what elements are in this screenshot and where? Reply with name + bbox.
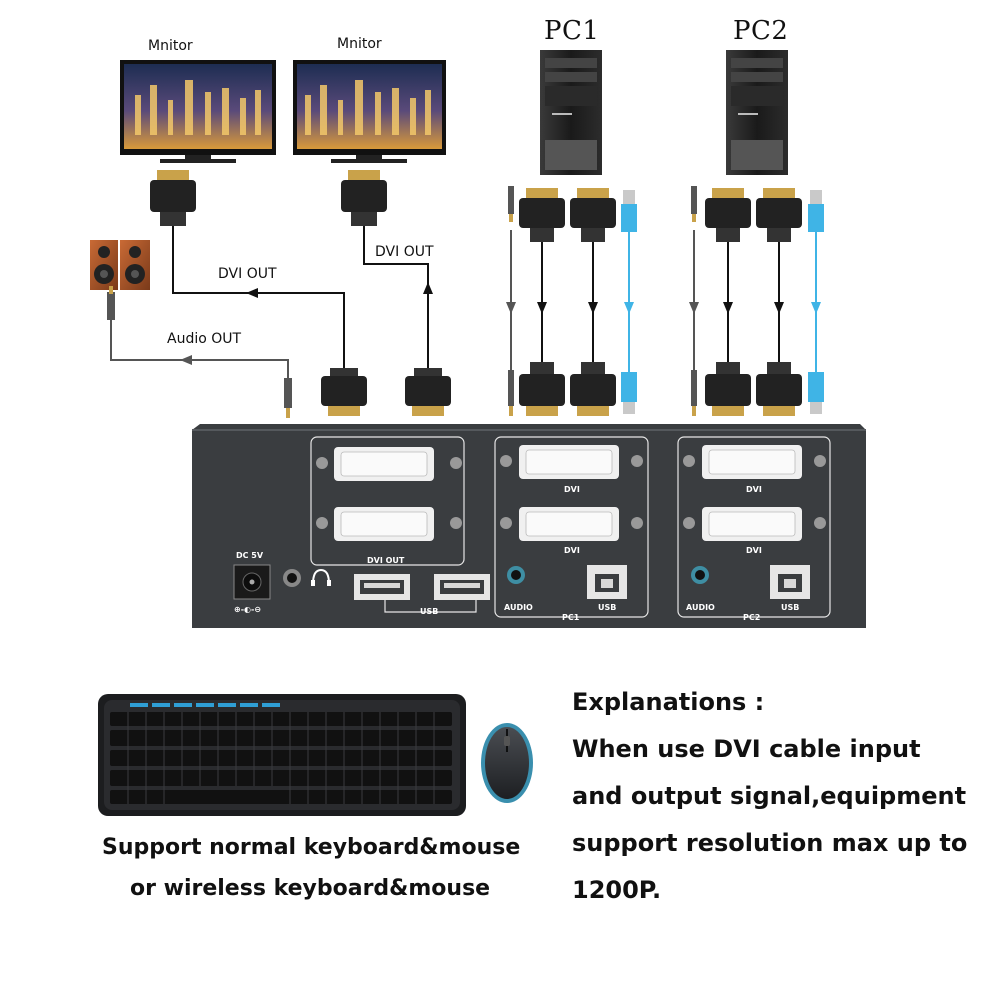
pc2-audio-jack (691, 566, 709, 584)
explanations-title: Explanations : (572, 688, 765, 716)
dvi-plug-monitor-2 (341, 170, 387, 226)
pc2-dvi-label-bottom: DVI (746, 546, 762, 555)
dc-5v-label: DC 5V (236, 551, 264, 560)
pc1-usb-b-port (587, 565, 627, 599)
pc-tower-1 (540, 50, 602, 175)
explanation-line-1: When use DVI cable input (572, 735, 921, 763)
pc2-label: PC2 (733, 16, 789, 46)
monitor-cables (110, 225, 429, 380)
pc1-dvi-label-top: DVI (564, 485, 580, 494)
dvi-out-label-1: DVI OUT (218, 266, 277, 282)
pc1-audio-label: AUDIO (504, 603, 533, 612)
pc1-dvi-port-1 (500, 445, 643, 479)
pc1-dvi-label-bottom: DVI (564, 546, 580, 555)
dvi-plug-kvm-out-2 (405, 368, 451, 416)
audio-out-label: Audio OUT (167, 331, 242, 347)
pc1-audio-jack (507, 566, 525, 584)
speakers (90, 240, 150, 290)
pc1-cables (506, 186, 637, 416)
explanation-line-3: support resolution max up to (572, 829, 968, 857)
usb-a-port-2 (434, 574, 490, 600)
pc2-cables (689, 186, 824, 416)
explanation-line-2: and output signal,equipment (572, 782, 967, 810)
pc2-group-label: PC2 (743, 613, 761, 622)
usb-group-label: USB (420, 607, 439, 616)
monitor-1-label: Mnitor (148, 38, 193, 54)
pc2-dvi-port-2 (683, 507, 826, 541)
monitor-1 (120, 60, 276, 163)
audio-plug-kvm-out (284, 378, 292, 418)
audio-plug-speaker (107, 286, 115, 320)
support-caption-line-2: or wireless keyboard&mouse (130, 876, 491, 901)
dvi-out-port-2 (316, 507, 462, 541)
pc2-usb-label: USB (781, 603, 800, 612)
dc-polarity-symbol: ⊕-◐-⊖ (234, 605, 262, 614)
keyboard (98, 694, 466, 816)
pc1-group-label: PC1 (562, 613, 580, 622)
pc1-dvi-port-2 (500, 507, 643, 541)
dvi-plug-kvm-out-1 (321, 368, 367, 416)
pc2-dvi-port-1 (683, 445, 826, 479)
pc2-audio-label: AUDIO (686, 603, 715, 612)
audio-out-jack (283, 568, 331, 587)
monitor-2 (293, 60, 446, 163)
pc-tower-2 (726, 50, 788, 175)
pc1-label: PC1 (544, 16, 600, 46)
usb-a-port-1 (354, 574, 410, 600)
pc2-usb-b-port (770, 565, 810, 599)
pc1-usb-label: USB (598, 603, 617, 612)
monitor-2-label: Mnitor (337, 36, 382, 52)
dvi-out-port-1 (316, 447, 462, 481)
dc-power-jack (233, 564, 271, 600)
explanation-line-4: 1200P. (572, 876, 662, 904)
dvi-plug-monitor-1 (150, 170, 196, 226)
mouse (481, 723, 533, 803)
dvi-out-label-2: DVI OUT (375, 244, 434, 260)
support-caption-line-1: Support normal keyboard&mouse (102, 835, 521, 860)
flow-arrows (180, 282, 433, 365)
pc2-dvi-label-top: DVI (746, 485, 762, 494)
dvi-out-group-label: DVI OUT (367, 556, 405, 565)
kvm-back-panel (192, 424, 866, 628)
